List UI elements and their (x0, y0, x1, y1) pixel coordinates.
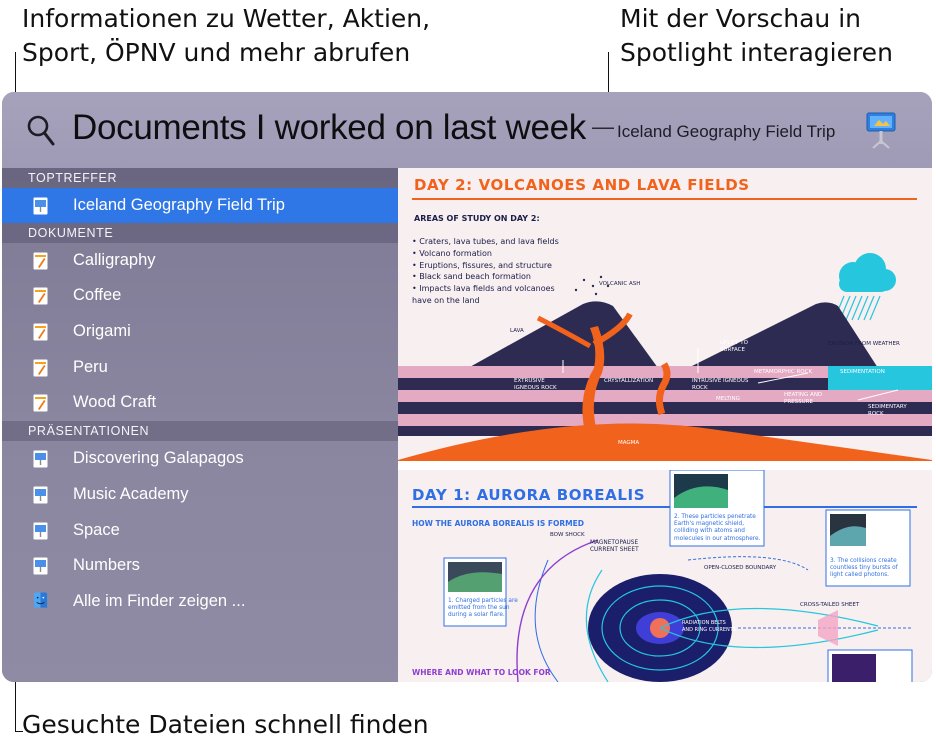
spotlight-window: Documents I worked on last week — Icelan… (2, 92, 932, 682)
label-extrusive: EXTRUSIVE IGNEOUS ROCK (514, 378, 557, 392)
keynote-file-icon (33, 522, 48, 540)
keynote-icon (866, 112, 896, 149)
label-magma: MAGMA (618, 440, 640, 446)
label-volcanic-ash: VOLCANIC ASH (599, 281, 641, 287)
preview-page-2: DAY 1: AURORA BOREALIS HOW THE AURORA BO… (398, 470, 932, 682)
result-label: Coffee (73, 286, 122, 304)
result-origami[interactable]: Origami (2, 314, 398, 349)
day2-title: DAY 2: VOLCANOES AND LAVA FIELDS (414, 176, 750, 194)
result-space[interactable]: Space (2, 513, 398, 548)
label-open-closed: OPEN-CLOSED BOUNDARY (704, 565, 777, 571)
label-sedimentary: SEDIMENTARY ROCK (868, 404, 907, 418)
day1-title-rule (412, 506, 917, 508)
label-lava: LAVA (510, 328, 524, 334)
result-calligraphy[interactable]: Calligraphy (2, 243, 398, 278)
result-label: Numbers (73, 556, 140, 574)
results-sidebar: TOPTREFFER Iceland Geography Field Trip … (2, 168, 398, 682)
label-erosion: EROSION FROM WEATHER (828, 341, 900, 347)
label-sedimentation: SEDIMENTATION (840, 369, 885, 375)
section-header-documents: DOKUMENTE (2, 223, 398, 243)
callout-leader-tick-bottom (15, 731, 23, 732)
day2-title-rule (412, 198, 917, 200)
section-header-top-hits: TOPTREFFER (2, 168, 398, 188)
caption-step-3: 3. The collisions create countless tiny … (830, 558, 898, 579)
rain-cloud-icon (833, 253, 896, 321)
day1-where-heading: WHERE AND WHAT TO LOOK FOR (412, 668, 551, 677)
label-heating: HEATING AND PRESSURE (784, 392, 823, 406)
label-intrusive: INTRUSIVE IGNEOUS ROCK (692, 378, 749, 392)
magnetosphere-diagram (443, 470, 913, 682)
keynote-file-icon (33, 450, 48, 468)
day1-title: DAY 1: AURORA BOREALIS (412, 486, 646, 504)
caption-step-1: 1. Charged particles are emitted from th… (448, 598, 518, 619)
bullet-item: • Craters, lava tubes, and lava fields (412, 237, 559, 246)
result-discovering-galapagos[interactable]: Discovering Galapagos (2, 441, 398, 476)
volcano-illustration (398, 253, 932, 468)
search-input[interactable]: Documents I worked on last week (72, 108, 586, 147)
day2-areas-heading: AREAS OF STUDY ON DAY 2: (414, 214, 540, 223)
volcano-shape (468, 301, 658, 368)
bullet-item: • Eruptions, fissures, and structure (412, 260, 552, 270)
show-all-label: Alle im Finder zeigen ... (73, 592, 246, 610)
bullet-item: • Volcano formation (412, 248, 492, 258)
result-label: Space (73, 521, 120, 539)
result-wood-craft[interactable]: Wood Craft (2, 385, 398, 420)
label-radiation: RADIATION BELTS AND RING CURRENTS (682, 620, 736, 634)
keynote-file-icon (33, 197, 48, 215)
pages-file-icon (33, 394, 48, 412)
bullet-item: have on the land (412, 295, 480, 305)
pages-file-icon (33, 359, 48, 377)
magnifying-glass-icon (27, 115, 55, 146)
bullet-item: • Black sand beach formation (412, 272, 532, 282)
keynote-file-icon (33, 557, 48, 575)
result-peru[interactable]: Peru (2, 350, 398, 385)
label-bow-shock: BOW SHOCK (550, 532, 585, 538)
search-bar[interactable]: Documents I worked on last week — Icelan… (2, 92, 932, 168)
magma-chamber (398, 423, 932, 468)
preview-title: Iceland Geography Field Trip (617, 122, 836, 141)
label-magnetopause: MAGNETOPAUSE CURRENT SHEET (590, 540, 639, 554)
section-header-presentations: PRÄSENTATIONEN (2, 421, 398, 441)
aurora-photo (832, 654, 876, 682)
result-label: Discovering Galapagos (73, 449, 244, 467)
keynote-file-icon (33, 486, 48, 504)
result-label: Iceland Geography Field Trip (73, 196, 285, 214)
result-label: Wood Craft (73, 393, 157, 411)
result-numbers[interactable]: Numbers (2, 548, 398, 583)
pages-file-icon (33, 252, 48, 270)
callout-preview-interaction: Mit der Vorschau in Spotlight interagier… (620, 4, 893, 67)
result-coffee[interactable]: Coffee (2, 278, 398, 313)
caption-step-2: 2. These particles penetrate Earth's mag… (674, 514, 761, 542)
preview-page-separator (398, 461, 932, 470)
title-separator: — (592, 114, 614, 139)
pages-file-icon (33, 287, 48, 305)
day2-bullet-list: • Craters, lava tubes, and lava fields •… (412, 236, 559, 307)
pages-file-icon (33, 323, 48, 341)
label-melting: MELTING (716, 396, 740, 402)
result-label: Peru (73, 358, 108, 376)
label-uplift: UPLIFT TO SURFACE (720, 340, 748, 354)
result-label: Origami (73, 322, 131, 340)
mountain-shape (688, 302, 878, 368)
result-iceland-geography-field-trip[interactable]: Iceland Geography Field Trip (2, 188, 398, 223)
label-metamorphic: METAMORPHIC ROCK (754, 369, 813, 375)
finder-icon (33, 592, 48, 608)
result-label: Calligraphy (73, 251, 156, 269)
bullet-item: • Impacts lava fields and volcanoes (412, 284, 555, 294)
result-label: Music Academy (73, 485, 189, 503)
day1-how-heading: HOW THE AURORA BOREALIS IS FORMED (412, 519, 584, 528)
callout-weather-stocks: Informationen zu Wetter, Aktien, Sport, … (22, 4, 431, 67)
label-cross-tailed: CROSS-TAILED SHEET (800, 602, 860, 608)
result-music-academy[interactable]: Music Academy (2, 477, 398, 512)
show-all-in-finder[interactable]: Alle im Finder zeigen ... (2, 584, 398, 619)
callout-find-files: Gesuchte Dateien schnell finden (22, 710, 429, 739)
label-crystallization: CRYSTALLIZATION (604, 378, 654, 384)
